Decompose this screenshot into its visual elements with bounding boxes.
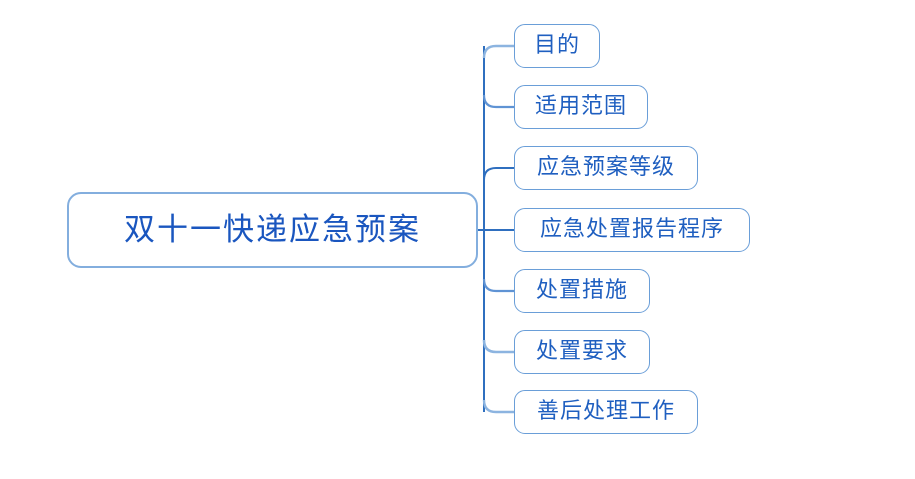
child-node-label: 应急处置报告程序 [539, 217, 724, 242]
child-node-label: 处置措施 [535, 278, 628, 303]
connector-branch-7 [482, 399, 514, 414]
child-node-label: 处置要求 [535, 339, 628, 364]
connector-branch-5 [482, 278, 514, 293]
child-node-plan-levels[interactable]: 应急预案等级 [514, 146, 698, 190]
connector-branch-3 [483, 167, 514, 181]
root-node-label: 双十一快递应急预案 [124, 211, 421, 248]
child-node-aftermath-work[interactable]: 善后处理工作 [514, 390, 698, 434]
connector-branch-1 [482, 44, 514, 59]
child-node-measures[interactable]: 处置措施 [514, 269, 650, 313]
child-node-scope[interactable]: 适用范围 [514, 85, 648, 129]
child-node-label: 应急预案等级 [536, 155, 675, 180]
child-node-label: 目的 [533, 33, 580, 58]
child-node-label: 善后处理工作 [536, 399, 675, 424]
child-node-requirements[interactable]: 处置要求 [514, 330, 650, 374]
connector-branch-6 [482, 339, 514, 354]
connector-branch-2 [482, 94, 514, 109]
root-node[interactable]: 双十一快递应急预案 [67, 192, 478, 268]
child-node-reporting-procedure[interactable]: 应急处置报告程序 [514, 208, 750, 252]
child-node-purpose[interactable]: 目的 [514, 24, 600, 68]
child-node-label: 适用范围 [534, 94, 627, 119]
